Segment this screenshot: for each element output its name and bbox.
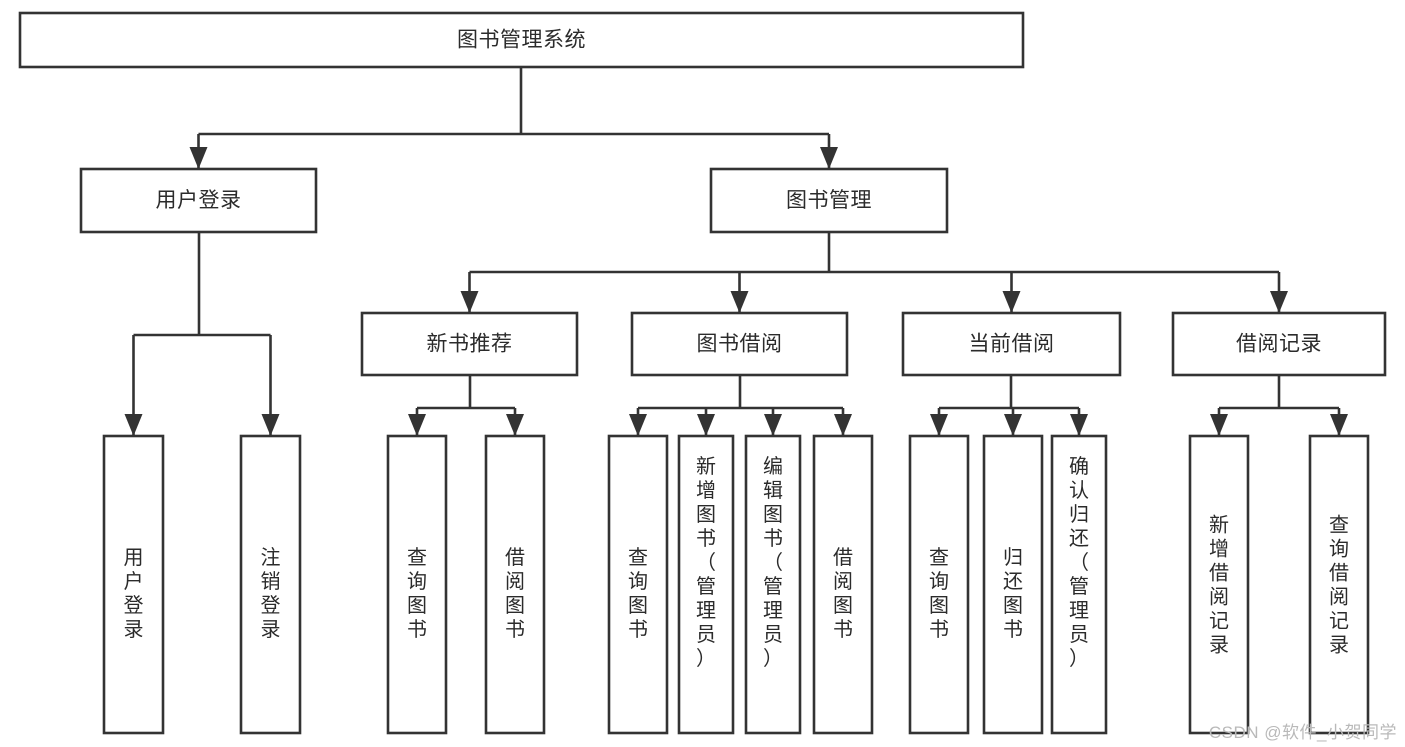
connector-layer	[124, 67, 1348, 436]
arrow-head-icon	[629, 414, 647, 436]
arrow-head-icon	[930, 414, 948, 436]
arrow-head-icon	[261, 414, 280, 436]
node-box	[360, 311, 579, 377]
arrow-head-icon	[460, 291, 479, 313]
node-label: 借阅记录	[1236, 333, 1322, 356]
node-label: 新书推荐	[427, 333, 513, 356]
arrow-head-icon	[834, 414, 852, 436]
node-box	[18, 11, 1025, 69]
node-box	[607, 434, 669, 735]
node-submodule[interactable]: 借阅记录	[1171, 311, 1387, 377]
node-function[interactable]: 确认归还（管理员）	[1050, 434, 1108, 735]
node-function[interactable]: 归还图书	[982, 434, 1044, 735]
node-label: 编辑图书（管理员）	[763, 455, 783, 670]
arrow-head-icon	[1002, 291, 1021, 313]
arrow-head-icon	[124, 414, 143, 436]
arrow-head-icon	[764, 414, 782, 436]
node-label: 查询图书	[407, 546, 427, 641]
arrow-head-icon	[820, 147, 838, 169]
node-label: 新增图书（管理员）	[696, 455, 716, 670]
node-function[interactable]: 新增图书（管理员）	[677, 434, 735, 735]
arrow-head-icon	[408, 414, 426, 436]
arrow-head-icon	[730, 291, 749, 313]
node-label: 查询图书	[628, 546, 648, 641]
node-function[interactable]: 查询图书	[607, 434, 669, 735]
node-function[interactable]: 新增借阅记录	[1188, 434, 1250, 735]
node-box	[1050, 434, 1108, 735]
arrow-head-icon	[1210, 414, 1228, 436]
node-box	[386, 434, 448, 735]
node-box	[1171, 311, 1387, 377]
node-function[interactable]: 用户登录	[102, 434, 165, 735]
node-root[interactable]: 图书管理系统	[18, 11, 1025, 69]
node-label: 查询图书	[929, 546, 949, 641]
node-function[interactable]: 查询图书	[908, 434, 970, 735]
node-box	[1188, 434, 1250, 735]
node-label: 确认归还（管理员）	[1069, 455, 1089, 670]
node-module[interactable]: 用户登录	[79, 167, 318, 234]
node-label: 归还图书	[1003, 546, 1023, 641]
node-function[interactable]: 编辑图书（管理员）	[744, 434, 802, 735]
node-box	[239, 434, 302, 735]
arrow-head-icon	[1330, 414, 1348, 436]
node-label: 借阅图书	[505, 546, 525, 641]
node-module[interactable]: 图书管理	[709, 167, 949, 234]
node-box	[982, 434, 1044, 735]
node-function[interactable]: 查询借阅记录	[1308, 434, 1370, 735]
node-box	[102, 434, 165, 735]
arrow-head-icon	[697, 414, 715, 436]
node-label: 新增借阅记录	[1209, 514, 1229, 657]
arrow-head-icon	[189, 147, 208, 169]
node-function[interactable]: 注销登录	[239, 434, 302, 735]
arrow-head-icon	[1070, 414, 1088, 436]
node-label: 图书管理系统	[457, 29, 586, 52]
node-label: 用户登录	[124, 547, 144, 641]
node-box	[908, 434, 970, 735]
arrow-head-icon	[506, 414, 524, 436]
arrow-head-icon	[1270, 291, 1288, 313]
node-submodule[interactable]: 新书推荐	[360, 311, 579, 377]
node-box	[677, 434, 735, 735]
node-function[interactable]: 查询图书	[386, 434, 448, 735]
node-label: 图书借阅	[697, 333, 783, 356]
node-box	[744, 434, 802, 735]
node-label: 图书管理	[786, 189, 872, 212]
node-layer: 图书管理系统用户登录图书管理新书推荐图书借阅当前借阅借阅记录用户登录注销登录查询…	[18, 11, 1387, 735]
node-function[interactable]: 借阅图书	[484, 434, 546, 735]
node-box	[630, 311, 849, 377]
node-box	[79, 167, 318, 234]
arrow-head-icon	[1004, 414, 1022, 436]
node-submodule[interactable]: 图书借阅	[630, 311, 849, 377]
node-label: 当前借阅	[969, 333, 1055, 356]
node-label: 查询借阅记录	[1329, 514, 1349, 657]
node-label: 借阅图书	[833, 546, 853, 641]
node-box	[709, 167, 949, 234]
node-box	[1308, 434, 1370, 735]
node-box	[484, 434, 546, 735]
node-label: 注销登录	[261, 546, 281, 641]
node-function[interactable]: 借阅图书	[812, 434, 874, 735]
node-box	[901, 311, 1122, 377]
node-box	[812, 434, 874, 735]
node-submodule[interactable]: 当前借阅	[901, 311, 1122, 377]
node-label: 用户登录	[156, 189, 242, 212]
